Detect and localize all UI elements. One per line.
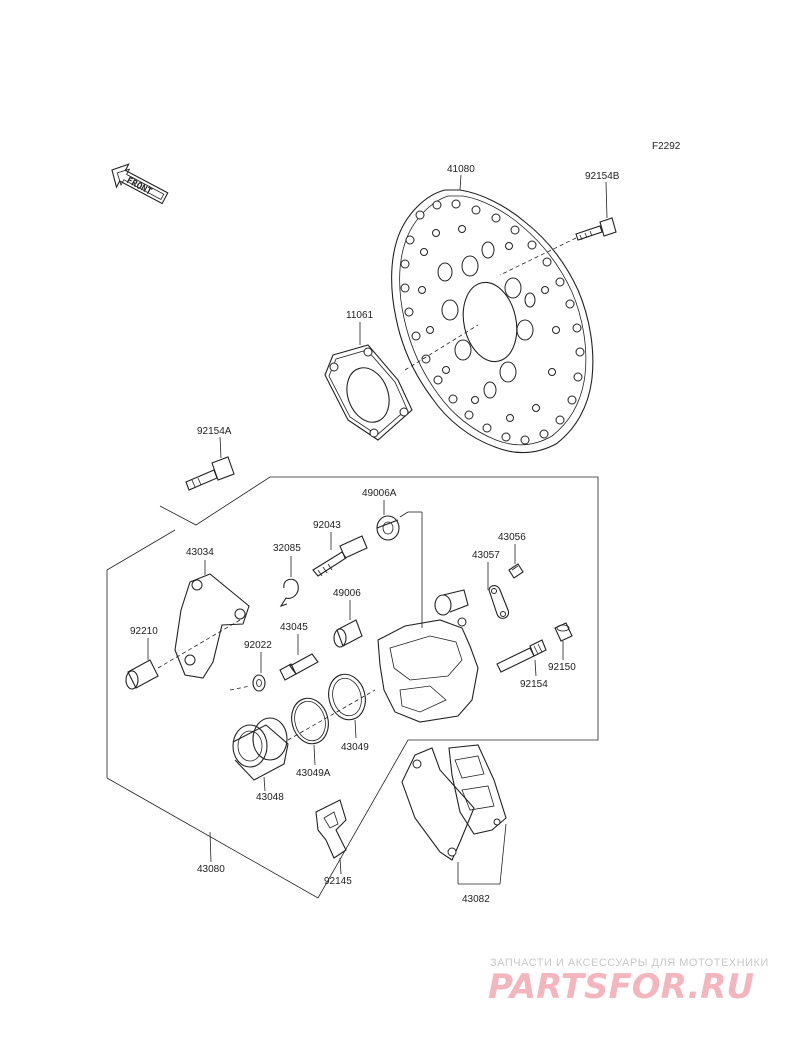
label-43034: 43034 xyxy=(186,547,214,558)
label-43045: 43045 xyxy=(280,622,308,633)
label-43048: 43048 xyxy=(256,792,284,803)
watermark-tagline: ЗАПЧАСТИ И АКСЕССУАРЫ ДЛЯ МОТОТЕХНИКИ xyxy=(490,957,769,969)
watermark-logo: PARTSFOR.RU xyxy=(488,967,754,1007)
label-32085: 32085 xyxy=(273,543,301,554)
leader-41080 xyxy=(459,174,462,191)
label-92154a: 92154A xyxy=(197,426,232,437)
pin-92043 xyxy=(312,535,368,577)
collar-92210 xyxy=(125,659,159,690)
pin-92154 xyxy=(496,639,547,673)
leader-92154a xyxy=(219,436,222,459)
washer-92022 xyxy=(252,674,266,692)
label-43049: 43049 xyxy=(341,742,369,753)
label-92154: 92154 xyxy=(520,679,548,690)
label-43082: 43082 xyxy=(462,894,490,905)
piston-43048 xyxy=(232,717,289,781)
front-arrow-label: FRONT xyxy=(125,176,154,198)
disc-vent-holes xyxy=(400,199,585,445)
label-43057: 43057 xyxy=(472,550,500,561)
label-43080: 43080 xyxy=(197,864,225,875)
brake-disc xyxy=(391,189,594,454)
leader-43049 xyxy=(354,719,357,739)
leader-92154 xyxy=(534,659,537,677)
clip-32085 xyxy=(279,578,299,608)
figure-code: F2292 xyxy=(652,141,681,152)
caliper-body xyxy=(377,589,479,723)
caliper-assembly-outline xyxy=(106,476,599,899)
leader-43049a xyxy=(313,744,316,766)
label-11061: 11061 xyxy=(346,310,374,321)
boot-49006a xyxy=(376,515,400,541)
seal-43049 xyxy=(328,673,366,721)
gasket-11061 xyxy=(324,344,413,441)
bolt-92154a xyxy=(185,456,235,491)
label-92150: 92150 xyxy=(548,662,576,673)
label-49006a: 49006A xyxy=(362,488,397,499)
label-92154b: 92154B xyxy=(585,171,620,182)
sleeve-49006 xyxy=(333,619,363,648)
label-92210: 92210 xyxy=(130,626,158,637)
front-arrow-icon: FRONT xyxy=(111,163,169,205)
cap-92150 xyxy=(554,622,573,642)
label-92022: 92022 xyxy=(244,640,272,651)
label-43056: 43056 xyxy=(498,532,526,543)
bleed-screw-43056 xyxy=(508,563,524,579)
link-43057 xyxy=(488,585,510,619)
label-92043: 92043 xyxy=(313,520,341,531)
label-41080: 41080 xyxy=(447,164,475,175)
leader-92145 xyxy=(339,857,342,875)
bolt-92154b xyxy=(575,217,617,241)
spring-92145 xyxy=(315,799,347,859)
label-49006: 49006 xyxy=(333,588,361,599)
label-92145: 92145 xyxy=(324,876,352,887)
leader-92154b xyxy=(605,181,608,219)
leader-43080 xyxy=(209,831,212,863)
brake-pad-set-43082 xyxy=(401,744,507,861)
seal-43049a xyxy=(291,697,329,745)
bracket-43034 xyxy=(174,573,250,679)
label-43049a: 43049A xyxy=(296,768,331,779)
leader-43048 xyxy=(263,776,266,792)
bolt-43045 xyxy=(279,653,319,681)
leader-49006a xyxy=(399,511,409,518)
